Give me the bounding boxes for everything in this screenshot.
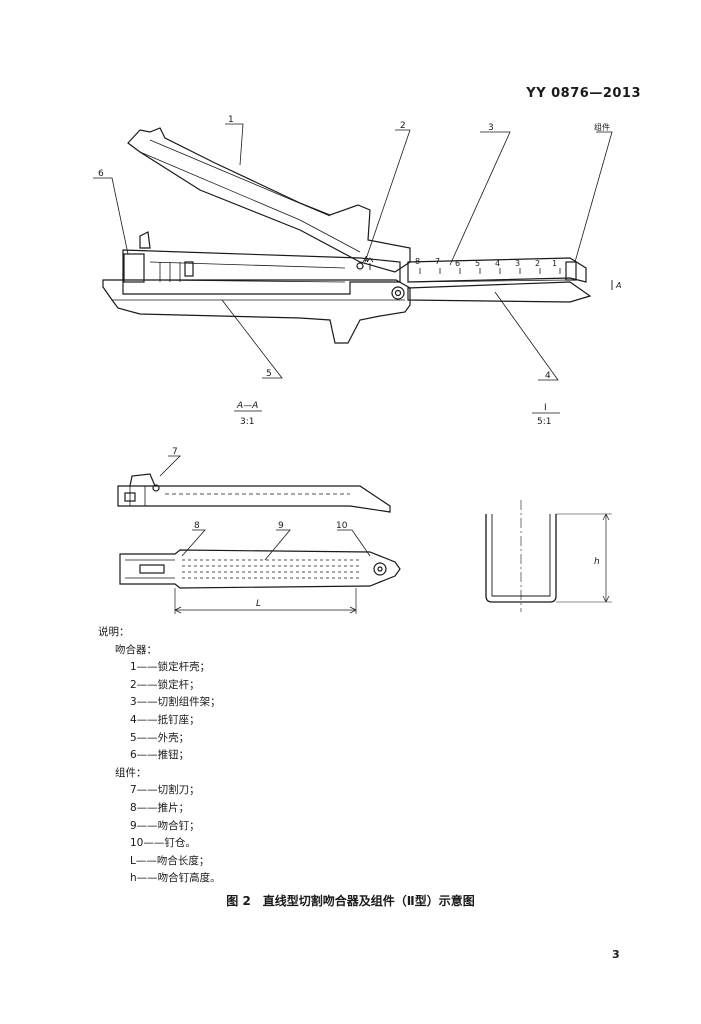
figure-caption: 图 2 直线型切割吻合器及组件（Ⅱ型）示意图 <box>226 894 475 908</box>
svg-text:3: 3 <box>515 259 520 268</box>
legend-item: h——吻合钉高度。 <box>130 872 221 885</box>
callout-9: 9 <box>278 521 284 531</box>
legend-title: 说明： <box>98 626 130 638</box>
legend-item: 5——外壳； <box>130 731 190 744</box>
jaw-scale-digits: 8 7 6 5 4 3 2 1 <box>415 257 557 268</box>
staple-height-detail <box>485 500 612 612</box>
legend: 说明： 吻合器： 1——锁定杆壳； 2——锁定杆； 3——切割组件架； 4——抵… <box>98 624 221 888</box>
page-number: 3 <box>612 948 620 961</box>
leader-lines-main <box>93 123 613 381</box>
legend-item: 1——锁定杆壳； <box>130 661 211 674</box>
svg-text:4: 4 <box>495 259 500 268</box>
legend-item: 10——钉仓。 <box>130 837 196 850</box>
legend-item: 6——推钮； <box>130 749 190 762</box>
detail-view-label: I <box>544 403 547 413</box>
callout-4: 4 <box>545 371 551 381</box>
legend-item: 4——抵钉座； <box>130 713 200 726</box>
legend-item: 3——切割组件架； <box>130 696 221 709</box>
callout-3: 3 <box>488 123 494 133</box>
dimension-L-label: L <box>256 599 261 609</box>
legend-item: 8——推片； <box>130 801 190 814</box>
section-view-scale: 3:1 <box>240 417 254 427</box>
svg-text:6: 6 <box>455 259 460 268</box>
dimension-h-label: h <box>594 557 600 567</box>
callout-2: 2 <box>400 121 406 131</box>
section-marker-right: A <box>615 281 621 290</box>
callout-8: 8 <box>194 521 200 531</box>
legend-stapler-heading: 吻合器： <box>115 643 157 656</box>
legend-item: 9——吻合钉； <box>130 819 200 832</box>
legend-item: L——吻合长度； <box>130 854 210 867</box>
section-view-label: A—A <box>236 401 258 411</box>
svg-text:8: 8 <box>415 257 420 266</box>
technical-drawing: 8 7 6 5 4 3 2 1 A A 1 2 3 组件 6 5 4 A—A 3… <box>93 115 621 614</box>
detail-view-scale: 5:1 <box>537 417 551 427</box>
svg-text:7: 7 <box>435 257 440 266</box>
svg-text:1: 1 <box>552 259 557 268</box>
legend-item: 7——切割刀； <box>130 784 200 797</box>
legend-item: 2——锁定杆； <box>130 678 200 691</box>
callout-6: 6 <box>98 169 104 179</box>
callout-1: 1 <box>228 115 234 125</box>
callout-5: 5 <box>266 369 272 379</box>
cartridge-top-view <box>119 549 401 614</box>
stapler-main-view <box>102 127 613 344</box>
callout-assembly: 组件 <box>594 122 610 132</box>
knife-assembly-side-view <box>117 473 391 513</box>
callout-10: 10 <box>336 521 348 531</box>
section-marker-left: A <box>362 255 368 264</box>
svg-text:2: 2 <box>535 259 540 268</box>
standard-code: YY 0876—2013 <box>526 86 641 101</box>
svg-text:5: 5 <box>475 259 480 268</box>
legend-assembly-heading: 组件： <box>115 766 147 779</box>
callout-7: 7 <box>172 447 178 457</box>
